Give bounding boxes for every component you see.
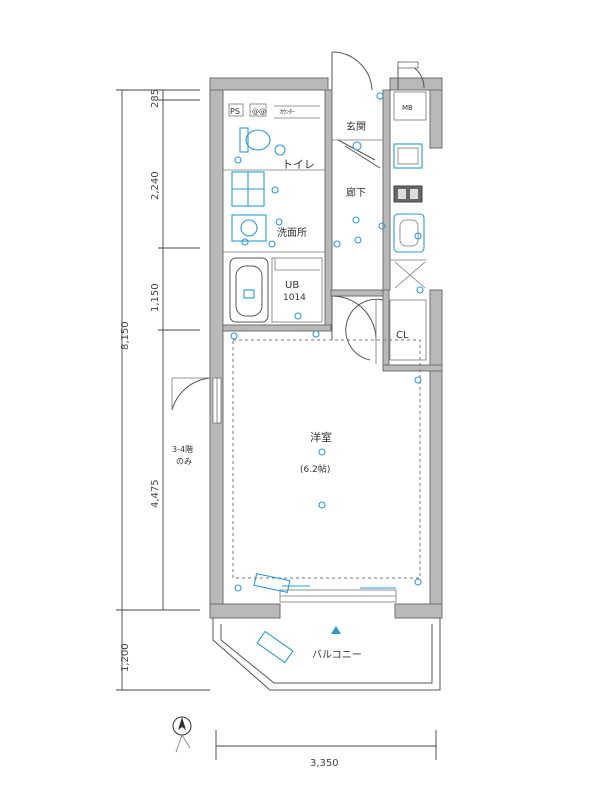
hallway-label: 廊下: [346, 186, 366, 199]
washroom: 洗面所: [223, 214, 325, 253]
balcony-label: バルコニー: [312, 649, 362, 661]
dim-seg-toilet: 2,240: [150, 171, 161, 200]
dim-left-total: 8,150: [120, 321, 131, 350]
ub-label: UB: [285, 280, 299, 291]
western-room: 洋室 (6.2帖): [232, 339, 422, 603]
north-arrow-icon: [172, 716, 192, 753]
side-note-2: のみ: [176, 457, 192, 466]
kitchen-column: MB: [376, 91, 427, 294]
ps-label: PS: [230, 107, 240, 116]
western-room-label: 洋室: [310, 430, 332, 444]
side-note-1: 3-4階: [172, 444, 193, 454]
toilet-label: トイレ: [282, 158, 315, 171]
western-room-size: (6.2帖): [300, 463, 330, 475]
side-window: 3-4階 のみ: [171, 377, 211, 466]
dim-seg-bath: 1,150: [150, 283, 161, 312]
balcony: バルコニー: [212, 618, 441, 691]
ps-mark: @@: [252, 108, 266, 116]
ps-area: PS @@ ｶｳﾝﾀｰ: [228, 103, 320, 119]
closet: CL: [375, 299, 427, 384]
dim-bottom-width: 3,350: [310, 758, 339, 769]
unit-bath: UB 1014: [229, 257, 323, 340]
left-dimensions: 8,150 285 2,240 1,150 4,475 1,200: [116, 89, 210, 691]
dim-seg-top: 285: [150, 89, 161, 108]
entrance-door: [331, 51, 425, 91]
ub-size: 1014: [283, 293, 306, 303]
bottom-dimension: 3,350: [215, 730, 437, 769]
mb-label: MB: [402, 104, 413, 112]
entrance-label: 玄関: [346, 120, 366, 133]
toilet-room: トイレ: [223, 127, 325, 207]
walls: [209, 77, 443, 619]
counter-label: ｶｳﾝﾀｰ: [280, 109, 295, 116]
washroom-label: 洗面所: [277, 227, 307, 239]
hallway: 玄関 廊下: [331, 120, 384, 361]
dim-seg-balcony: 1,200: [120, 643, 131, 672]
dim-seg-room: 4,475: [150, 479, 161, 508]
cl-label: CL: [396, 330, 409, 341]
